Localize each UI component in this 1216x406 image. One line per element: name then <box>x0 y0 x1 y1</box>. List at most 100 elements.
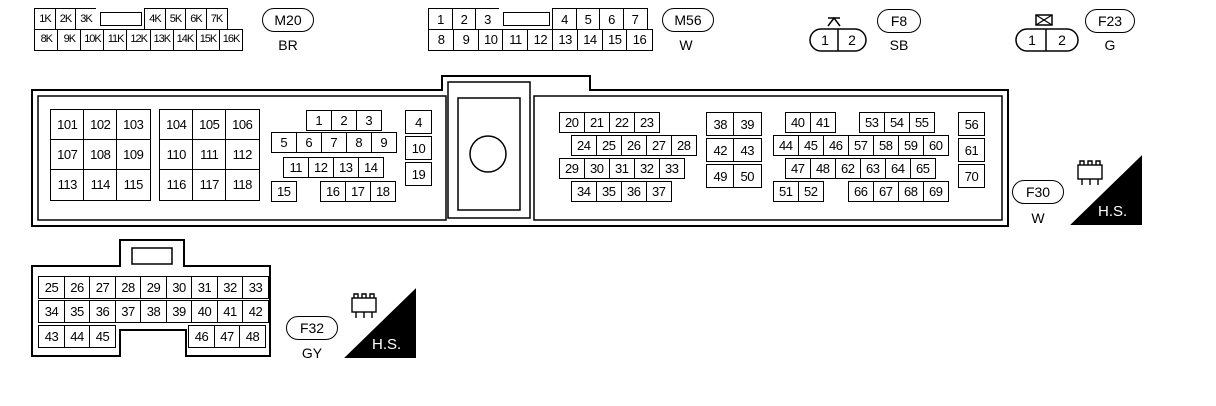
f30-pin: 39 <box>733 112 762 136</box>
m20-pin: 9K <box>57 28 82 51</box>
m20-pin: 15K <box>195 28 221 51</box>
f30-pin: 42 <box>706 138 735 162</box>
f32-pin: 27 <box>89 276 116 299</box>
f30-pin: 30 <box>584 158 610 179</box>
f30-pin: 106 <box>225 109 260 141</box>
m56-connector-id: M56 <box>662 8 714 32</box>
f8-wire-color: SB <box>889 37 909 53</box>
f8-connector-shape: 1 2 <box>809 16 867 52</box>
m56-lock <box>498 8 554 30</box>
m20-lock-slot <box>99 12 142 26</box>
f30-pin: 23 <box>634 112 660 133</box>
f8-pin-2: 2 <box>848 32 856 48</box>
f30-pin: 31 <box>609 158 635 179</box>
m56-pin: 6 <box>599 8 624 30</box>
f30-pin: 52 <box>798 181 824 202</box>
f32-pin: 46 <box>188 325 215 348</box>
f23-connector-id: F23 <box>1085 9 1135 33</box>
m56-pin: 9 <box>452 28 480 51</box>
harness-side-icon <box>1070 155 1142 225</box>
f32-pin: 48 <box>239 325 266 348</box>
f30-pin: 102 <box>83 109 118 141</box>
f30-pin: 9 <box>371 132 397 153</box>
f30-pin: 37 <box>646 181 672 202</box>
f32-hs-label: H.S. <box>372 336 402 353</box>
m56-pin: 2 <box>451 8 477 30</box>
f32-pin: 28 <box>114 276 142 299</box>
f30-pin: 112 <box>225 139 260 171</box>
m20-pin: 7K <box>205 8 228 30</box>
f30-pin: 21 <box>584 112 610 133</box>
f30-pin: 15 <box>271 181 297 202</box>
m20-pin: 4K <box>144 8 166 30</box>
f30-harness-side-badge: H.S. <box>1070 155 1142 225</box>
f30-pin: 17 <box>345 181 371 202</box>
f30-pin: 16 <box>320 181 346 202</box>
f30-pin: 32 <box>634 158 660 179</box>
f30-pin: 34 <box>571 181 597 202</box>
f32-pin: 35 <box>63 300 91 323</box>
f30-pin: 67 <box>873 181 899 202</box>
f30-pin: 35 <box>596 181 622 202</box>
f32-pin: 37 <box>114 300 142 323</box>
f30-pin: 65 <box>910 158 936 179</box>
f30-pin: 60 <box>923 135 949 156</box>
f23-wire-color: G <box>1104 37 1116 53</box>
harness-side-icon <box>344 288 416 358</box>
m56-pin: 12 <box>527 28 554 51</box>
f30-pin: 50 <box>733 164 762 188</box>
f32-pin: 25 <box>38 276 65 299</box>
f30-pin: 66 <box>848 181 874 202</box>
f30-pin: 26 <box>621 135 647 156</box>
f30-pin: 101 <box>50 109 85 141</box>
f30-pin: 10 <box>405 136 432 160</box>
f30-pin: 69 <box>923 181 949 202</box>
f30-pin: 51 <box>773 181 799 202</box>
f30-pin: 3 <box>356 110 382 131</box>
m20-pin: 11K <box>103 28 128 51</box>
f32-pin: 31 <box>191 276 218 299</box>
f30-pin: 2 <box>331 110 357 131</box>
f30-pin: 111 <box>192 139 227 171</box>
f23-connector-shape: 1 2 <box>1015 14 1079 52</box>
m20-pin: 2K <box>54 8 77 30</box>
f30-pin: 70 <box>958 164 985 188</box>
f32-pin: 43 <box>38 325 65 348</box>
m56-wire-color: W <box>679 37 693 53</box>
f30-pin: 114 <box>83 169 118 201</box>
f30-pin: 12 <box>308 157 334 178</box>
f32-pin: 44 <box>63 325 91 348</box>
f30-pin: 62 <box>835 158 861 179</box>
f30-pin: 54 <box>884 112 910 133</box>
f30-pin: 109 <box>116 139 151 171</box>
f32-pin: 36 <box>89 300 116 323</box>
f30-pin: 108 <box>83 139 118 171</box>
f30-pin: 59 <box>898 135 924 156</box>
f30-pin: 25 <box>596 135 622 156</box>
f30-pin: 43 <box>733 138 762 162</box>
m20-pin: 13K <box>149 28 175 51</box>
f32-pin: 29 <box>140 276 167 299</box>
f32-pin: 26 <box>63 276 91 299</box>
m56-pin: 13 <box>552 28 579 51</box>
f32-pin: 39 <box>165 300 193 323</box>
f30-pin: 7 <box>321 132 347 153</box>
m20-pin: 6K <box>185 8 207 30</box>
f23-pin-2: 2 <box>1058 32 1066 48</box>
f32-pin: 38 <box>140 300 167 323</box>
f32-pin: 30 <box>165 276 193 299</box>
f30-pin: 64 <box>885 158 911 179</box>
f30-pin: 11 <box>283 157 309 178</box>
f30-pin: 57 <box>848 135 874 156</box>
f30-pin: 33 <box>659 158 685 179</box>
f32-pin: 32 <box>216 276 244 299</box>
f32-harness-side-badge: H.S. <box>344 288 416 358</box>
f30-pin: 1 <box>306 110 332 131</box>
f30-pin: 18 <box>370 181 396 202</box>
f30-pin: 13 <box>333 157 359 178</box>
f30-pin: 36 <box>621 181 647 202</box>
f32-pin: 47 <box>213 325 241 348</box>
f30-pin: 115 <box>116 169 151 201</box>
f30-pin: 46 <box>823 135 849 156</box>
f30-pin: 6 <box>296 132 322 153</box>
